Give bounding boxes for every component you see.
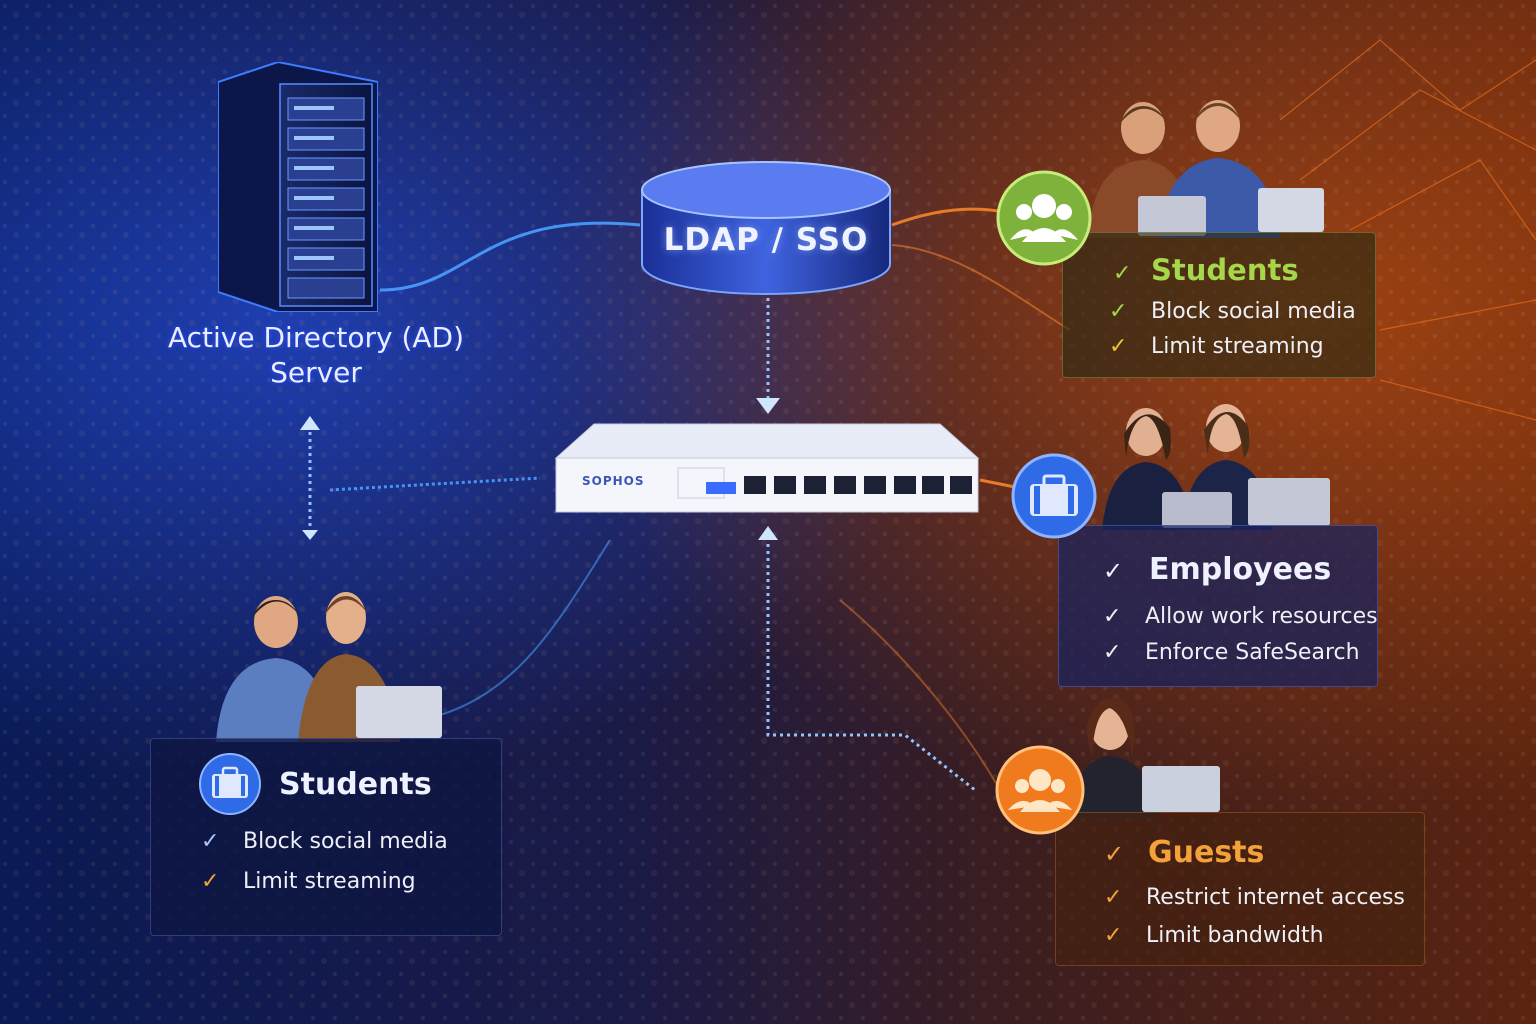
ad-server-icon	[218, 62, 378, 312]
employees-item-2-text: Enforce SafeSearch	[1145, 640, 1360, 665]
students-photo-left	[216, 592, 442, 742]
students-left-item-1: ✓ Block social media	[201, 829, 448, 854]
database-icon	[641, 161, 891, 295]
check-icon: ✓	[1113, 261, 1132, 286]
guests-photo	[1070, 697, 1220, 818]
students-left-item-1-text: Block social media	[243, 829, 448, 854]
check-icon: ✓	[1109, 299, 1128, 324]
sophos-firewall: SOPHOS	[554, 420, 980, 516]
ad-server-label-line2: Server	[270, 356, 362, 389]
ldap-sso-database: LDAP / SSO	[640, 160, 892, 296]
guests-title: ✓ Guests	[1104, 835, 1264, 870]
employees-title: ✓ Employees	[1103, 552, 1331, 587]
employees-item-1-text: Allow work resources	[1145, 604, 1378, 629]
students-left-item-2-text: Limit streaming	[243, 869, 416, 894]
guests-item-1-text: Restrict internet access	[1146, 885, 1405, 910]
students-left-item-2: ✓ Limit streaming	[201, 869, 416, 894]
employees-photo	[1102, 404, 1330, 530]
guests-group-panel: ✓ Guests ✓ Restrict internet access ✓ Limit…	[1055, 812, 1425, 966]
students-group-panel-top: ✓ Students ✓ Block social media ✓ Limit str…	[1062, 232, 1376, 378]
ad-server-label-line1: Active Directory (AD)	[167, 321, 465, 354]
check-icon: ✓	[1103, 557, 1124, 585]
students-title-left: Students	[279, 767, 432, 802]
employees-title-text: Employees	[1149, 552, 1332, 587]
check-icon: ✓	[1109, 334, 1128, 359]
students-top-item-1: ✓ Block social media	[1109, 299, 1356, 324]
briefcase-icon	[1011, 453, 1097, 539]
guests-title-text: Guests	[1148, 835, 1265, 870]
employees-item-2: ✓ Enforce SafeSearch	[1103, 640, 1360, 665]
users-icon	[995, 745, 1085, 835]
students-top-item-2-text: Limit streaming	[1151, 334, 1324, 359]
firewall-brand-label: SOPHOS	[582, 474, 645, 488]
firewall-appliance-icon	[554, 423, 980, 513]
students-top-item-2: ✓ Limit streaming	[1109, 334, 1324, 359]
students-title-top: ✓ Students	[1113, 253, 1299, 287]
ldap-sso-label: LDAP / SSO	[663, 222, 869, 258]
check-icon: ✓	[1103, 640, 1122, 665]
students-group-panel-left: Students ✓ Block social media ✓ Limit stre…	[150, 738, 502, 936]
users-icon	[996, 170, 1092, 266]
employees-group-panel: ✓ Employees ✓ Allow work resources ✓ Enforc…	[1058, 525, 1378, 687]
check-icon: ✓	[1104, 885, 1123, 910]
ad-server-label: Active Directory (AD) Server	[120, 320, 512, 390]
students-title-text-top: Students	[1151, 253, 1299, 287]
check-icon: ✓	[201, 829, 220, 854]
guests-item-1: ✓ Restrict internet access	[1104, 885, 1405, 910]
check-icon: ✓	[1103, 604, 1122, 629]
employees-item-1: ✓ Allow work resources	[1103, 604, 1378, 629]
check-icon: ✓	[201, 869, 220, 894]
guests-item-2: ✓ Limit bandwidth	[1104, 923, 1324, 948]
students-photo	[1088, 100, 1324, 238]
check-icon: ✓	[1104, 840, 1125, 868]
guests-item-2-text: Limit bandwidth	[1146, 923, 1324, 948]
students-top-item-1-text: Block social media	[1151, 299, 1356, 324]
briefcase-icon	[199, 753, 261, 815]
check-icon: ✓	[1104, 923, 1123, 948]
